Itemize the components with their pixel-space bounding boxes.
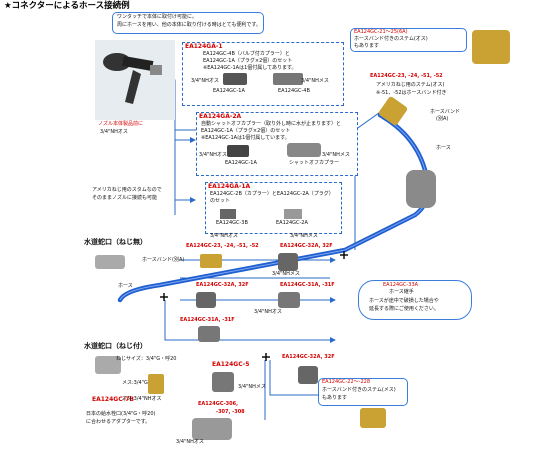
coupler-icon bbox=[196, 292, 216, 308]
joint-sub: ホース継手 bbox=[389, 289, 414, 295]
box-ea124ga-1: EA124GA-1 EA124GC-4B（バルブ付カプラー）と EA124GC-… bbox=[182, 42, 344, 106]
box2-female: 3/4"NHメス bbox=[322, 152, 350, 158]
box2-part-a: EA124GC-1A bbox=[225, 160, 257, 166]
faucet1-band: ホースバンド(別A) bbox=[142, 257, 185, 263]
coupler-icon bbox=[212, 372, 234, 392]
faucet2-thread: ねじサイズ：3/4"G・呼20 bbox=[116, 356, 177, 362]
box2-male: 3/4"NHオス bbox=[199, 152, 227, 158]
faucet2-code307: -307, -308 bbox=[216, 409, 245, 415]
faucet1-icon bbox=[95, 255, 125, 269]
coupler-icon bbox=[278, 292, 300, 308]
box3-line1: EA124GC-2B（カプラー）とEA124GC-2A（プラグ） bbox=[210, 191, 334, 197]
faucet2-title: 水道蛇口（ねじ付） bbox=[84, 342, 147, 350]
faucet2-code32: EA124GC-32A, 32F bbox=[282, 354, 335, 360]
hose-label: ホース bbox=[436, 145, 451, 151]
bottom-right-line2: もあります bbox=[322, 395, 348, 401]
plug-icon bbox=[223, 73, 247, 85]
faucet2-adapter1: 日本の給水栓口(3/4"G・呼20) bbox=[86, 411, 156, 417]
nozzle-label: ノズル本体製品前に bbox=[98, 121, 144, 127]
plug-icon bbox=[284, 209, 302, 219]
right-stem-desc2: ※-51、-52はホースバンド付き bbox=[376, 90, 447, 96]
top-right-line1: ホースバンド付きのステム(オス) bbox=[354, 36, 428, 42]
faucet1-code2: EA124GC-32A, 32F bbox=[280, 243, 333, 249]
america-note-line1: アメリカねじ用のスタムなので bbox=[92, 187, 162, 193]
box-ea124ga-2a: EA124GA-2A 自動シャットオフカプラー（取り外し時に水が止まります）と … bbox=[196, 112, 358, 176]
faucet2-icon bbox=[95, 356, 121, 374]
top-note-line2: 周にホースを用い、他の本体に取り付ける時はとても便利です。 bbox=[117, 22, 261, 28]
box1-line1: EA124GC-4B（バルブ付カプラー）と bbox=[203, 51, 290, 57]
faucet2-nh-female: 3/4"NHメス bbox=[238, 384, 266, 390]
bottom-right-line1: ホースバンド付きのステム(メス) bbox=[322, 387, 396, 393]
coupler-icon bbox=[278, 253, 298, 271]
nozzle-icon bbox=[103, 53, 162, 104]
box3-line2: のセット bbox=[210, 198, 231, 204]
faucet1-code3: EA124GC-32A, 32F bbox=[196, 282, 249, 288]
america-note-line2: そのままノズルに接続も可能 bbox=[92, 195, 158, 201]
top-right-callout: EA124GC-21～25(6A) ホースバンド付きのステム(オス) もあります bbox=[350, 28, 467, 52]
faucet2-male: オス:3/4"NHオス bbox=[122, 396, 162, 402]
hose-band-label: ホースバンド bbox=[430, 109, 461, 115]
box2-line1: 自動シャットオフカプラー（取り外し時に水が止まります）と bbox=[201, 121, 342, 127]
coupler-icon bbox=[298, 366, 318, 384]
faucet1-stem-icon bbox=[200, 254, 222, 268]
top-right-line2: もあります bbox=[354, 43, 380, 49]
faucet1-female: 3/4"NHメス bbox=[272, 271, 300, 277]
box2-part-b: シャットオフカプラー bbox=[289, 160, 340, 166]
faucet1-title: 水道蛇口（ねじ無） bbox=[84, 238, 147, 246]
faucet2-code5: EA124GC-5 bbox=[212, 361, 250, 368]
box1-part-a: EA124GC-1A bbox=[213, 88, 245, 94]
faucet1-code4: EA124GC-31A, -31F bbox=[280, 282, 335, 288]
box-ea124ga-1a: EA124GA-1A EA124GC-2B（カプラー）とEA124GC-2A（プ… bbox=[205, 182, 342, 234]
faucet2-code306: EA124GC-306, bbox=[198, 401, 239, 407]
box1-male: 3/4"NHオス bbox=[191, 78, 219, 84]
joint-callout: EA124GC-33A ホース継手 ホースが途中で破損した場合や 延長する際にご… bbox=[358, 280, 472, 320]
box2-line3: ※EA124GC-1Aは1個付属しています。 bbox=[201, 135, 290, 141]
box2-line2: EA124GC-1A（プラグ×2個）のセット bbox=[201, 128, 291, 134]
nozzle-sub: 3/4"NHオス bbox=[100, 129, 128, 135]
hose-joint-icon bbox=[406, 170, 436, 208]
top-note-line1: ワンタッチで本体に取付け可能に。 bbox=[117, 14, 198, 20]
faucet2-female: メス:3/4"G bbox=[122, 380, 148, 386]
top-note-callout: ワンタッチで本体に取付け可能に。 周にホースを用い、他の本体に取り付ける時はとて… bbox=[112, 12, 264, 34]
box1-female: 3/4"NHメス bbox=[301, 78, 329, 84]
box1-line3: ※EA124GC-1Aは1個付属してあります。 bbox=[203, 65, 297, 71]
box1-part-b: EA124GC-4B bbox=[278, 88, 310, 94]
page-title: ★コネクターによるホース接続例 bbox=[4, 1, 130, 11]
faucet2-nh-male: 3/4"NHオス bbox=[176, 439, 204, 445]
box3-part-a: EA124GC-3B bbox=[216, 220, 248, 226]
plug-icon bbox=[227, 145, 249, 157]
joint-line1: ホースが途中で破損した場合や bbox=[369, 298, 439, 304]
top-right-header: EA124GC-21～25(6A) bbox=[354, 29, 408, 35]
adapter-icon bbox=[148, 374, 164, 394]
box2-header: EA124GA-2A bbox=[199, 113, 242, 120]
box1-line2: EA124GC-1A（プラグ×2個）のセット bbox=[203, 58, 293, 64]
coupler-icon bbox=[198, 326, 220, 342]
right-stem-desc1: アメリカねじ用のステム(オス) bbox=[376, 82, 445, 88]
hose-band-sub: (別A) bbox=[436, 116, 449, 122]
stem-female-icon bbox=[360, 408, 386, 428]
y-splitter-icon bbox=[192, 418, 232, 440]
nozzle-photo bbox=[95, 40, 175, 120]
faucet1-male: 3/4"NHオス bbox=[254, 309, 282, 315]
joint-line2: 延長する際にご使用ください。 bbox=[369, 306, 439, 312]
box3-male: 3/4"NHオス bbox=[210, 233, 238, 239]
coupler-icon bbox=[220, 209, 236, 219]
right-stem-code: EA124GC-23, -24, -51, -52 bbox=[370, 73, 443, 79]
bottom-right-callout: EA124GC-22～-228 ホースバンド付きのステム(メス) もあります bbox=[318, 378, 408, 406]
faucet1-code: EA124GC-23, -24, -51, -52 bbox=[186, 243, 259, 249]
faucet1-hose: ホース bbox=[118, 283, 133, 289]
box1-header: EA124GA-1 bbox=[185, 43, 223, 50]
shutoff-coupler-icon bbox=[287, 143, 321, 157]
box3-female: 3/4"NHメス bbox=[290, 233, 318, 239]
box3-header: EA124GA-1A bbox=[208, 183, 251, 190]
faucet1-code5: EA124GC-31A, -31F bbox=[180, 317, 235, 323]
joint-header: EA124GC-33A bbox=[383, 282, 419, 288]
bottom-right-header: EA124GC-22～-228 bbox=[322, 379, 371, 385]
box3-part-b: EA124GC-2A bbox=[276, 220, 308, 226]
coupler-valve-icon bbox=[273, 73, 303, 85]
faucet2-code-left: EA124GC-7B bbox=[92, 396, 134, 403]
stem-male-icon bbox=[472, 30, 510, 64]
faucet2-adapter2: に合わせるアダプターです。 bbox=[86, 419, 151, 425]
